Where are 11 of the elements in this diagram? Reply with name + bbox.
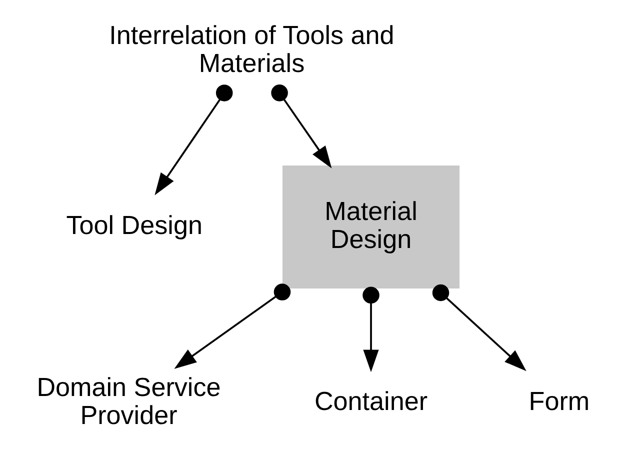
node-text: Interrelation of Tools and Materials bbox=[108, 20, 394, 78]
node-text: Container bbox=[314, 386, 428, 416]
arrow bbox=[154, 84, 232, 196]
arrow bbox=[270, 84, 332, 168]
node-text: Form bbox=[528, 386, 590, 416]
arrow bbox=[174, 284, 290, 369]
arrow bbox=[432, 284, 526, 372]
node-text: Tool Design bbox=[66, 210, 202, 240]
arrow bbox=[362, 286, 379, 372]
node-box: Material Design bbox=[282, 166, 460, 288]
node-text: Domain Service Provider bbox=[36, 372, 220, 430]
